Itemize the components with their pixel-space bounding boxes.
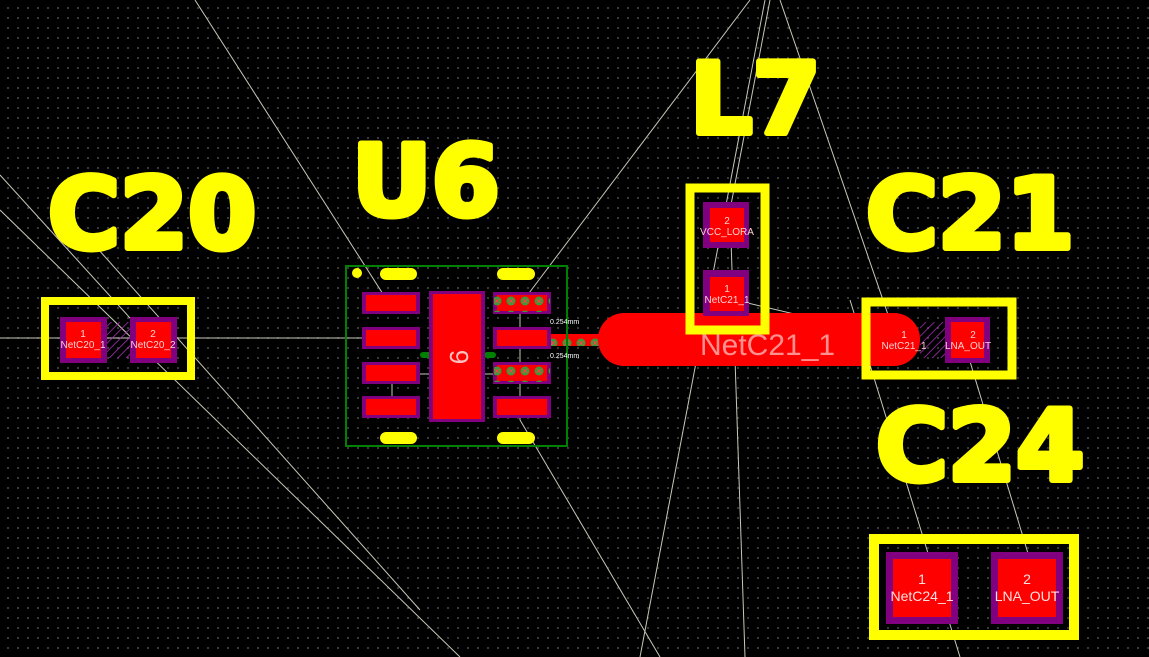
- pad-number: 1: [918, 571, 926, 587]
- c24-pad-1[interactable]: 1 NetC24_1: [886, 552, 958, 624]
- u6-pads-right[interactable]: [493, 292, 551, 418]
- l7-designator: L7: [690, 43, 821, 157]
- pad-number: 9: [444, 350, 474, 364]
- pad-number: 2: [1023, 571, 1031, 587]
- c24-pad-2[interactable]: 2 LNA_OUT: [991, 552, 1063, 624]
- trace-netc21-1[interactable]: NetC21_1: [520, 313, 920, 366]
- pad-net: LNA_OUT: [995, 588, 1060, 604]
- l7-pad-2[interactable]: 2 VCC_LORA: [700, 202, 754, 248]
- clearance-measure-top: 0.254mm: [550, 319, 579, 326]
- c21-courtyard: [861, 297, 1017, 380]
- l7-pad-1[interactable]: 1 NetC21_1: [703, 270, 750, 316]
- c24-courtyard: [869, 534, 1079, 640]
- component-c24[interactable]: C24 1 NetC24_1 2 LNA_OUT: [869, 387, 1087, 640]
- c20-designator: C20: [48, 158, 256, 272]
- clearance-measure-bottom: 0.254mm: [550, 353, 579, 360]
- u6-center-pad[interactable]: 9: [429, 291, 485, 422]
- pad-number: 1: [724, 284, 730, 295]
- pad-number: 2: [150, 329, 156, 340]
- pad-net: NetC24_1: [890, 588, 953, 604]
- c21-pad-2[interactable]: 2 LNA_OUT: [945, 317, 991, 363]
- c21-designator: C21: [866, 158, 1074, 272]
- pin1-marker: [352, 268, 362, 278]
- pad-net: VCC_LORA: [700, 227, 754, 238]
- u6-designator: U6: [352, 125, 500, 239]
- pad-net: NetC20_2: [130, 340, 175, 351]
- c21-pad-1[interactable]: 1 NetC21_1: [881, 330, 926, 352]
- pad-net: LNA_OUT: [945, 341, 991, 352]
- pad-number: 2: [970, 330, 976, 341]
- component-l7[interactable]: L7 2 VCC_LORA 1 NetC21_1: [685, 40, 824, 335]
- component-c21[interactable]: C21 1 NetC21_1 2 LNA_OUT: [861, 155, 1077, 380]
- pad-number: 1: [80, 329, 86, 340]
- c20-courtyard: [41, 297, 195, 380]
- component-u6[interactable]: U6 9 0.254mm 0.254mm: [345, 122, 579, 447]
- pad-net: NetC21_1: [881, 341, 926, 352]
- c24-designator: C24: [876, 390, 1084, 504]
- component-c20[interactable]: C20 1 NetC20_1 2 NetC20_2: [41, 155, 259, 380]
- c20-pad-1[interactable]: 1 NetC20_1: [60, 317, 107, 363]
- pad-net: NetC21_1: [704, 295, 749, 306]
- u6-outline: [345, 265, 568, 447]
- l7-courtyard: [685, 183, 770, 335]
- pad-number: 1: [901, 330, 907, 341]
- c20-pad-2[interactable]: 2 NetC20_2: [130, 317, 177, 363]
- u6-pads-left[interactable]: [362, 292, 420, 418]
- pad-number: 2: [724, 216, 730, 227]
- pad-net: NetC20_1: [60, 340, 105, 351]
